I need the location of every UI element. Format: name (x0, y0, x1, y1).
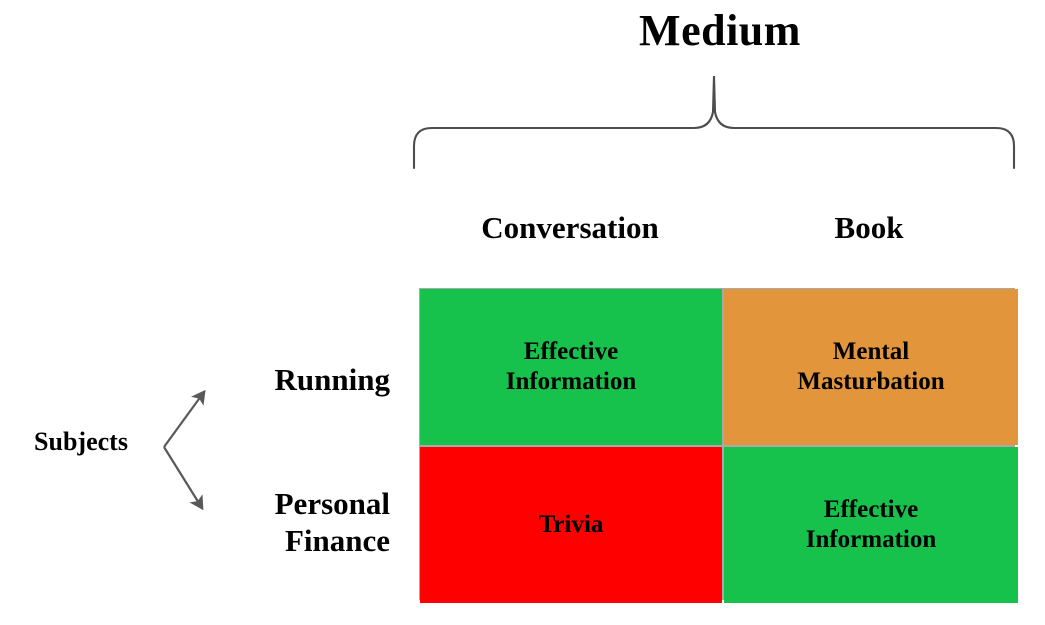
row-branch-arrows (155, 372, 225, 527)
row-label-running: Running (274, 362, 390, 397)
column-header-conversation: Conversation (481, 210, 659, 245)
matrix-grid: Effective Information Mental Masturbatio… (419, 288, 1018, 603)
column-header-book: Book (834, 210, 904, 245)
page-title: Medium (639, 6, 801, 55)
matrix-cell-running-book[interactable]: Mental Masturbation (724, 289, 1018, 445)
column-group-brace (404, 68, 1024, 176)
row-axis-label: Subjects (34, 427, 128, 456)
matrix-cell-personal-finance-conversation[interactable]: Trivia (420, 447, 722, 603)
row-label-personal-finance: Personal Finance (274, 486, 390, 558)
matrix-cell-running-conversation[interactable]: Effective Information (420, 289, 722, 445)
matrix-cell-personal-finance-book[interactable]: Effective Information (724, 447, 1018, 603)
